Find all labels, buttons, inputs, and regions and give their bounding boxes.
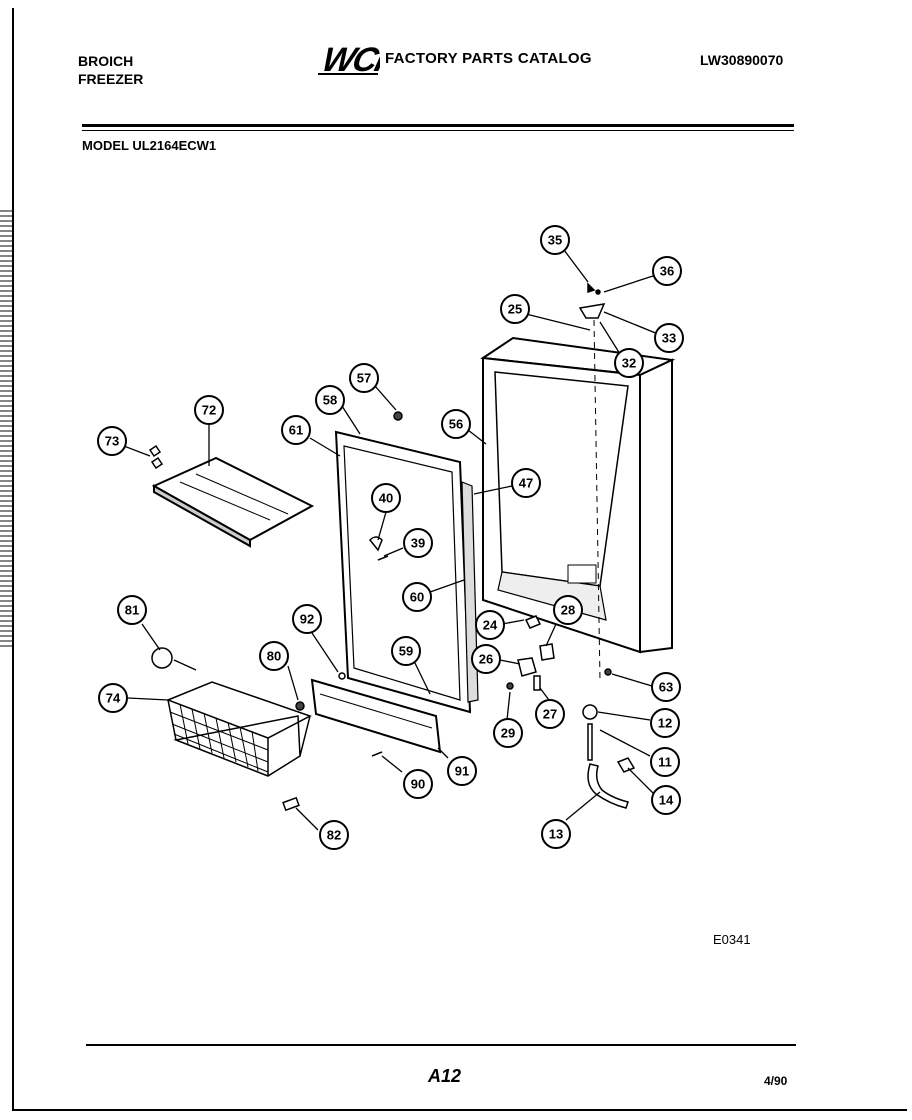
- callout-72: 72: [194, 395, 224, 425]
- svg-text:12: 12: [658, 716, 672, 731]
- callout-14: 14: [651, 785, 681, 815]
- scan-edge-streak: [0, 210, 12, 650]
- svg-text:80: 80: [267, 649, 281, 664]
- callout-61: 61: [281, 415, 311, 445]
- footer-rule: [86, 1044, 796, 1046]
- wire-basket: [165, 681, 312, 777]
- svg-text:63: 63: [659, 680, 673, 695]
- svg-text:91: 91: [455, 764, 469, 779]
- callout-35: 35: [540, 225, 570, 255]
- header-rule: [82, 124, 794, 127]
- catalog-date: 4/90: [764, 1074, 788, 1088]
- svg-text:57: 57: [357, 371, 371, 386]
- page-frame: [12, 8, 907, 1111]
- svg-text:61: 61: [289, 423, 303, 438]
- svg-text:47: 47: [519, 476, 533, 491]
- product-type: FREEZER: [78, 71, 144, 87]
- svg-text:82: 82: [327, 828, 341, 843]
- svg-text:59: 59: [399, 644, 413, 659]
- svg-text:81: 81: [125, 603, 139, 618]
- svg-text:29: 29: [501, 726, 515, 741]
- svg-text:73: 73: [105, 434, 119, 449]
- svg-text:56: 56: [449, 417, 463, 432]
- callout-33: 33: [654, 323, 684, 353]
- svg-text:14: 14: [659, 793, 674, 808]
- callout-74: 74: [98, 683, 128, 713]
- svg-text:74: 74: [106, 691, 121, 706]
- leader-lines: [123, 249, 659, 831]
- top-hinge: [578, 282, 606, 681]
- callout-29: 29: [493, 718, 523, 748]
- svg-text:33: 33: [662, 331, 676, 346]
- callout-27: 27: [535, 699, 565, 729]
- svg-text:40: 40: [379, 491, 393, 506]
- door-assembly: [334, 430, 479, 714]
- callout-57: 57: [349, 363, 379, 393]
- shelf-panel: [151, 456, 315, 548]
- svg-text:39: 39: [411, 536, 425, 551]
- svg-text:60: 60: [410, 590, 424, 605]
- callout-82: 82: [319, 820, 349, 850]
- logo-text: WCI: [318, 41, 380, 76]
- callout-56: 56: [441, 409, 471, 439]
- callout-73: 73: [97, 426, 127, 456]
- callout-32: 32: [614, 348, 644, 378]
- callout-90: 90: [403, 769, 433, 799]
- svg-text:24: 24: [483, 618, 498, 633]
- svg-text:13: 13: [549, 827, 563, 842]
- callout-39: 39: [403, 528, 433, 558]
- callout-59: 59: [391, 636, 421, 666]
- svg-text:90: 90: [411, 777, 425, 792]
- callout-11: 11: [650, 747, 680, 777]
- catalog-title: FACTORY PARTS CATALOG: [385, 50, 592, 67]
- svg-text:25: 25: [508, 302, 522, 317]
- svg-text:11: 11: [658, 755, 672, 770]
- callout-36: 36: [652, 256, 682, 286]
- brand-block: BROICH FREEZER: [78, 52, 143, 88]
- callout-80: 80: [259, 641, 289, 671]
- callout-47: 47: [511, 468, 541, 498]
- svg-text:58: 58: [323, 393, 337, 408]
- callout-92: 92: [292, 604, 322, 634]
- svg-text:26: 26: [479, 652, 493, 667]
- callout-28: 28: [553, 595, 583, 625]
- callout-81: 81: [117, 595, 147, 625]
- freezer-cabinet: [480, 336, 676, 654]
- catalog-code: LW30890070: [700, 52, 784, 68]
- svg-text:72: 72: [202, 403, 216, 418]
- diagram-reference: E0341: [713, 932, 751, 947]
- callout-40: 40: [371, 483, 401, 513]
- callout-12: 12: [650, 708, 680, 738]
- callout-63: 63: [651, 672, 681, 702]
- page-number: A12: [428, 1066, 462, 1086]
- callout-25: 25: [500, 294, 530, 324]
- small-parts: [148, 411, 636, 812]
- callout-24: 24: [475, 610, 505, 640]
- svg-text:32: 32: [622, 356, 636, 371]
- callout-26: 26: [471, 644, 501, 674]
- callout-91: 91: [447, 756, 477, 786]
- callout-58: 58: [315, 385, 345, 415]
- svg-text:27: 27: [543, 707, 557, 722]
- kick-plate: [310, 678, 442, 754]
- svg-text:36: 36: [660, 264, 674, 279]
- svg-text:35: 35: [548, 233, 562, 248]
- svg-text:28: 28: [561, 603, 575, 618]
- svg-text:92: 92: [300, 612, 314, 627]
- callout-13: 13: [541, 819, 571, 849]
- brand-name: BROICH: [78, 53, 134, 69]
- header-rule-thin: [82, 130, 794, 131]
- wci-logo: WCI: [318, 41, 380, 76]
- model-label: MODEL UL2164ECW1: [82, 138, 217, 153]
- callout-60: 60: [402, 582, 432, 612]
